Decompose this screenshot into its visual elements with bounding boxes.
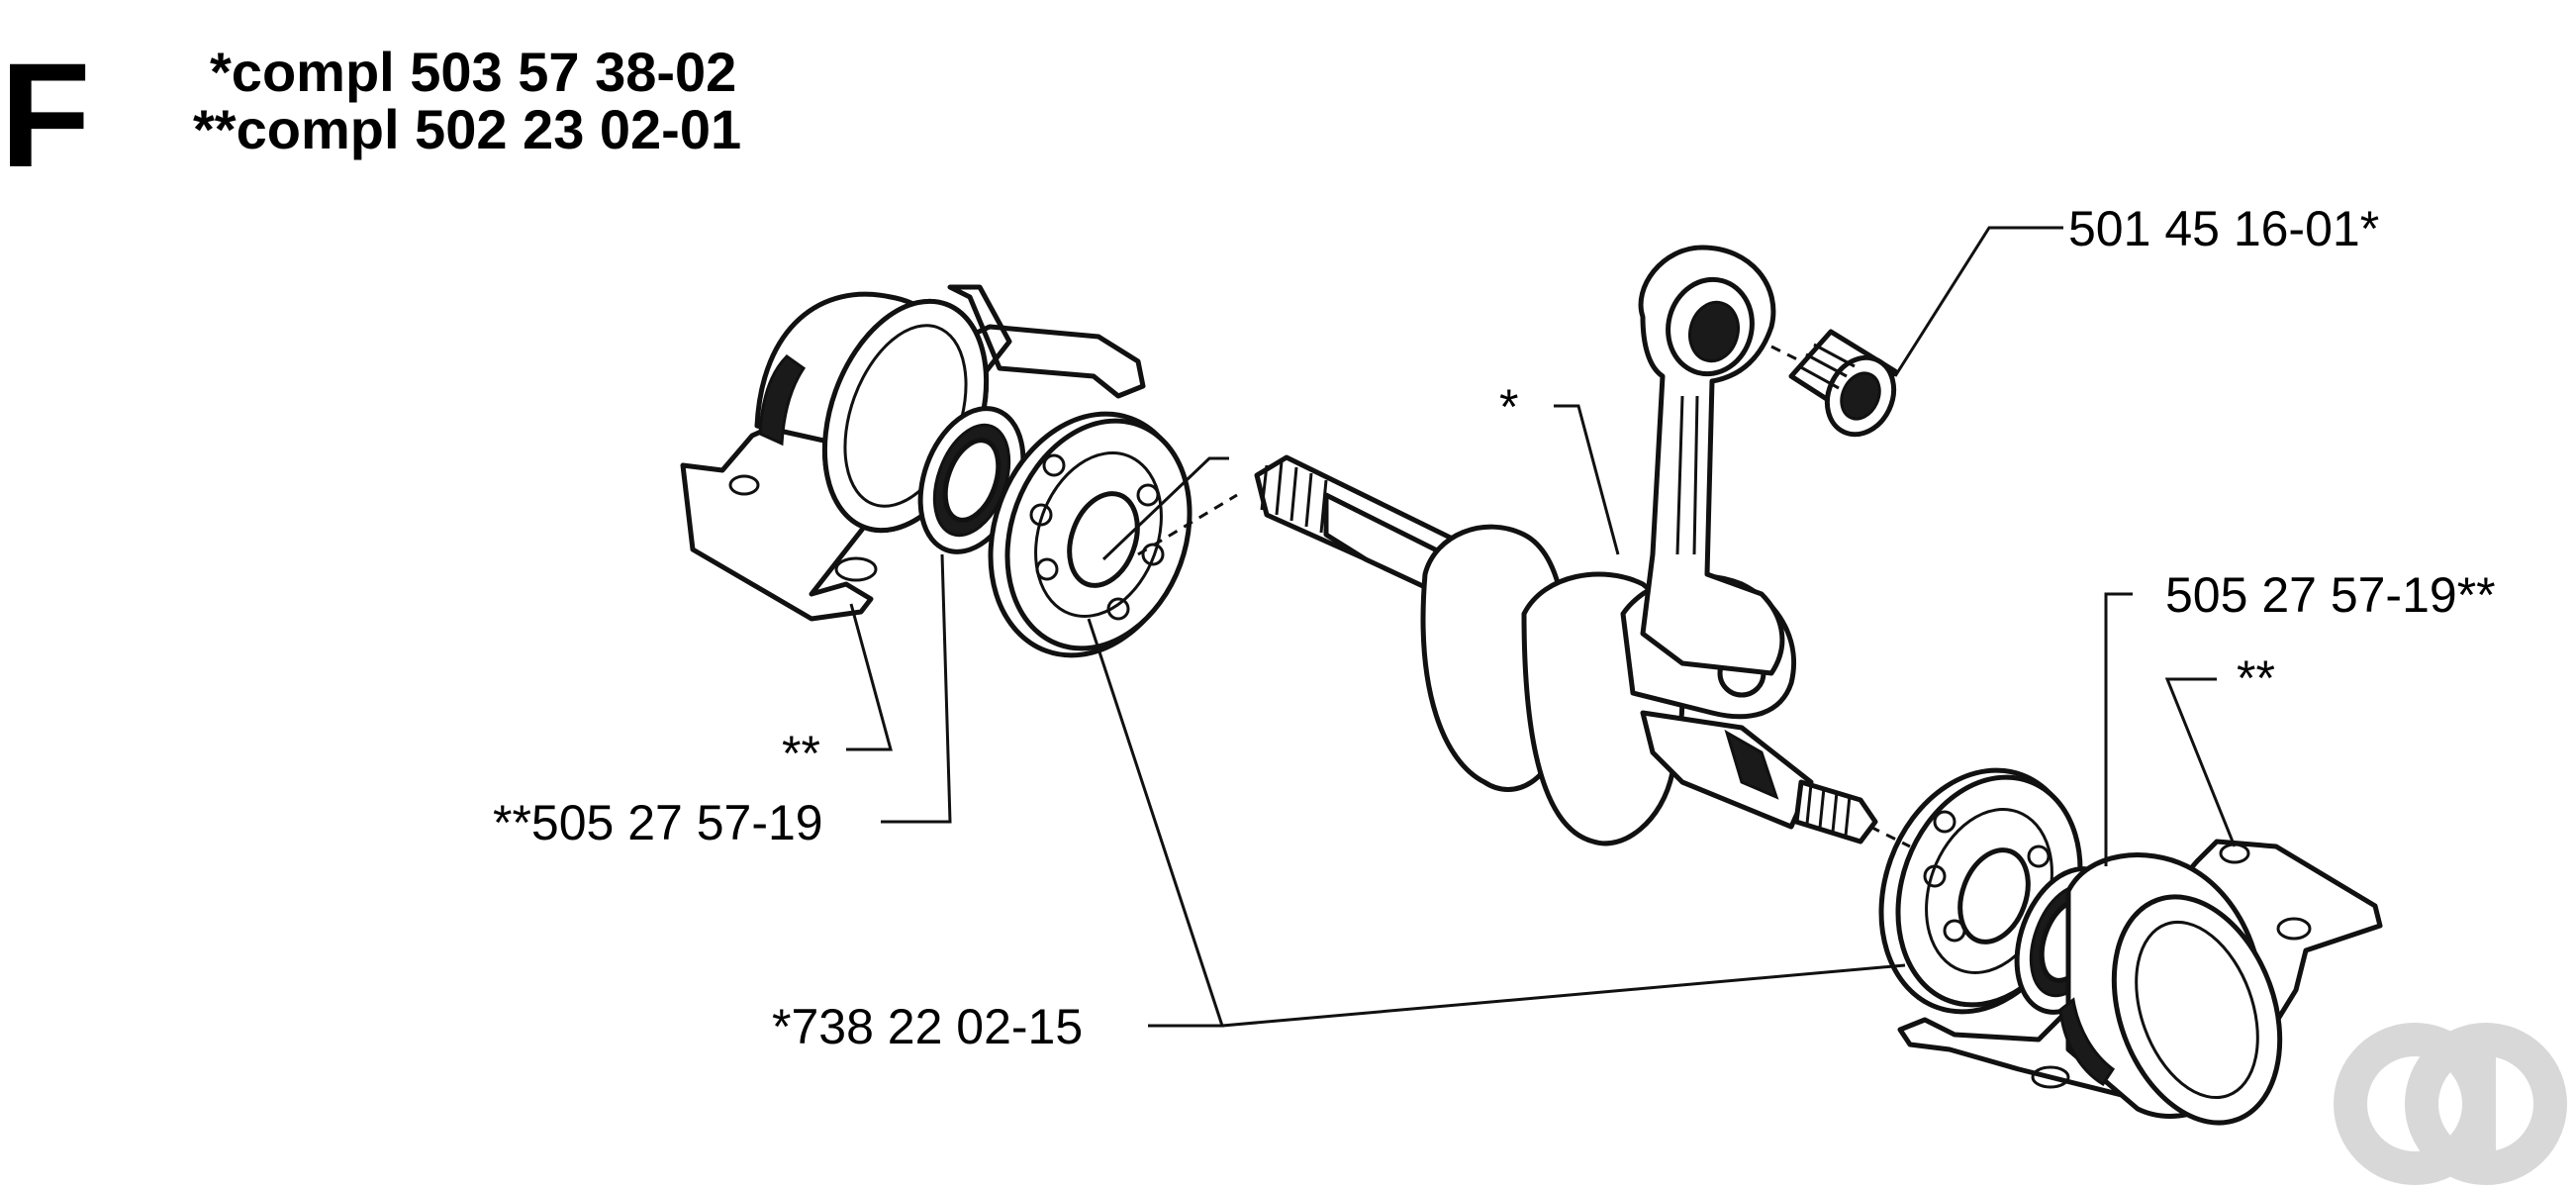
leader-lines bbox=[846, 226, 2237, 1028]
section-letter: F bbox=[0, 32, 91, 198]
callout-housing-left: ** bbox=[782, 726, 820, 781]
watermark-logo bbox=[2334, 1023, 2567, 1185]
callout-seal-left: **505 27 57-19 bbox=[493, 795, 823, 850]
callout-ball-bearing: *738 22 02-15 bbox=[772, 999, 1083, 1054]
callout-housing-right: ** bbox=[2237, 650, 2275, 706]
needle-bearing bbox=[1788, 329, 1898, 438]
connecting-rod bbox=[1638, 245, 1785, 676]
right-bearing-housing bbox=[1897, 839, 2383, 1126]
kit-line-2: **compl 502 23 02-01 bbox=[193, 98, 741, 160]
left-ball-bearing bbox=[988, 411, 1193, 658]
axis-centerlines bbox=[1137, 345, 1911, 848]
callout-seal-right: 505 27 57-19** bbox=[2165, 567, 2496, 623]
kit-line-1: *compl 503 57 38-02 bbox=[210, 41, 736, 103]
callout-needle-bearing: 501 45 16-01* bbox=[2068, 201, 2379, 256]
callout-conrod: * bbox=[1499, 379, 1518, 435]
